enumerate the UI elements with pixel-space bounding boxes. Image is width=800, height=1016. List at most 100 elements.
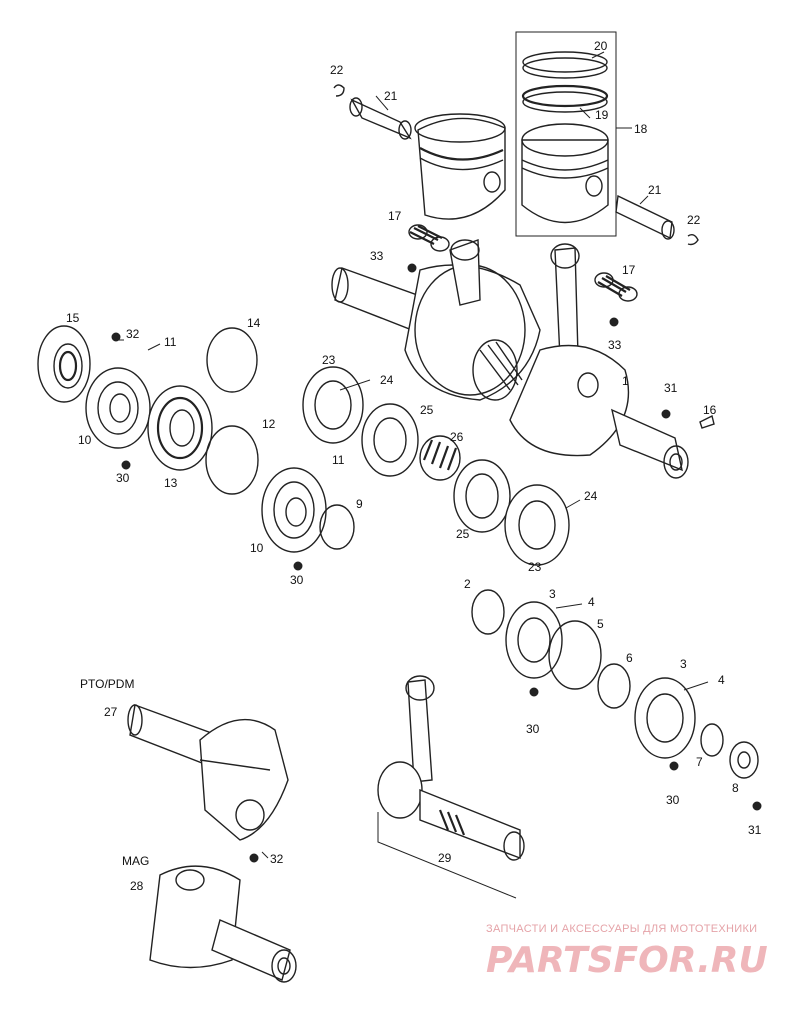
circlip-right <box>687 233 699 246</box>
mag-label: MAG <box>122 854 149 868</box>
ring-6 <box>597 663 631 709</box>
key-16 <box>699 414 715 429</box>
bolt-30c <box>529 687 539 697</box>
piston-kit-box <box>515 31 617 237</box>
needle-cage-26 <box>419 435 461 481</box>
callout-33b: 33 <box>608 338 622 352</box>
callout-25a: 25 <box>420 403 434 417</box>
callout-30a: 30 <box>116 471 130 485</box>
callout-29: 29 <box>438 851 452 865</box>
pto-label: PTO/PDM <box>80 677 134 691</box>
bearing-10b <box>261 467 327 553</box>
callout-26: 26 <box>450 430 464 444</box>
bearing-23a <box>302 366 364 444</box>
callout-19: 19 <box>595 108 609 122</box>
callout-22b: 22 <box>687 213 701 227</box>
bearing-13 <box>147 385 213 471</box>
callout-2: 2 <box>464 577 471 591</box>
piston-rings <box>521 51 609 113</box>
piston-right <box>521 123 609 224</box>
bolt-31b <box>752 801 762 811</box>
callout-14: 14 <box>247 316 261 330</box>
callout-10a: 10 <box>78 433 92 447</box>
callout-24b: 24 <box>584 489 598 503</box>
callout-24a: 24 <box>380 373 394 387</box>
bolt-31a <box>661 409 671 419</box>
bolt-32a <box>111 332 121 342</box>
callout-11a: 11 <box>164 335 177 349</box>
callout-23a: 23 <box>322 353 336 367</box>
callout-11b: 11 <box>332 453 345 467</box>
ring-7 <box>700 723 724 757</box>
callout-17a: 17 <box>388 209 402 223</box>
callout-25b: 25 <box>456 527 470 541</box>
callout-23b: 23 <box>528 560 542 574</box>
callout-21a: 21 <box>384 89 398 103</box>
crankshaft-assembly <box>331 239 689 479</box>
callout-18: 18 <box>634 122 648 136</box>
piston-pin-left <box>349 97 412 140</box>
watermark-tagline: ЗАПЧАСТИ И АКСЕССУАРЫ ДЛЯ МОТОТЕХНИКИ <box>486 923 757 935</box>
callout-15: 15 <box>66 311 80 325</box>
bearing-3b <box>634 677 696 759</box>
ring-9 <box>319 504 355 550</box>
oil-seal-15 <box>37 325 91 403</box>
callout-3a: 3 <box>549 587 556 601</box>
bolt-33b <box>609 317 619 327</box>
callout-12: 12 <box>262 417 276 431</box>
watermark-logo: PARTSFOR.RU <box>486 940 768 981</box>
callout-30c: 30 <box>526 722 540 736</box>
callout-7: 7 <box>696 755 703 769</box>
callout-6: 6 <box>626 651 633 665</box>
callout-9: 9 <box>356 497 363 511</box>
bolt-33a <box>407 263 417 273</box>
bolt-30d <box>669 761 679 771</box>
needle-bearing-right <box>594 272 638 302</box>
callout-21b: 21 <box>648 183 662 197</box>
callout-33a: 33 <box>370 249 384 263</box>
callout-5: 5 <box>597 617 604 631</box>
callout-30d: 30 <box>666 793 680 807</box>
callout-27: 27 <box>104 705 118 719</box>
conrod-assembly-29 <box>377 675 525 899</box>
callout-labels: 1 2 3 3 4 4 5 6 7 8 9 10 10 11 11 12 13 … <box>66 39 762 893</box>
bearing-10a <box>85 367 151 449</box>
circlip-left <box>333 84 345 97</box>
bearing-23b <box>504 484 570 566</box>
bolt-32b <box>249 853 259 863</box>
ring-5 <box>548 620 602 690</box>
callout-30b: 30 <box>290 573 304 587</box>
callout-31b: 31 <box>748 823 762 837</box>
callout-8: 8 <box>732 781 739 795</box>
crankshaft-mag-28 <box>149 865 297 983</box>
crankshaft-pto-27 <box>127 704 289 841</box>
bolt-30b <box>293 561 303 571</box>
callout-10b: 10 <box>250 541 264 555</box>
needle-bearing-left <box>408 224 450 252</box>
gear-8 <box>729 741 759 779</box>
callout-4b: 4 <box>718 673 725 687</box>
bearing-25a <box>361 403 419 477</box>
piston-left <box>414 113 506 220</box>
callout-32b: 32 <box>270 852 284 866</box>
callout-4a: 4 <box>588 595 595 609</box>
callout-13: 13 <box>164 476 178 490</box>
callout-31a: 31 <box>664 381 678 395</box>
callout-1: 1 <box>622 374 629 388</box>
ring-12 <box>205 425 259 495</box>
ring-2 <box>471 589 505 635</box>
bearing-25b <box>453 459 511 533</box>
callout-16: 16 <box>703 403 717 417</box>
bearing-3a <box>505 601 563 679</box>
callout-17b: 17 <box>622 263 636 277</box>
callout-32a: 32 <box>126 327 140 341</box>
callout-28: 28 <box>130 879 144 893</box>
piston-pin-right <box>615 194 675 240</box>
callout-20: 20 <box>594 39 608 53</box>
bolt-30a <box>121 460 131 470</box>
callout-3b: 3 <box>680 657 687 671</box>
callout-22a: 22 <box>330 63 344 77</box>
ring-14 <box>206 327 258 393</box>
leader-lines <box>118 51 709 859</box>
